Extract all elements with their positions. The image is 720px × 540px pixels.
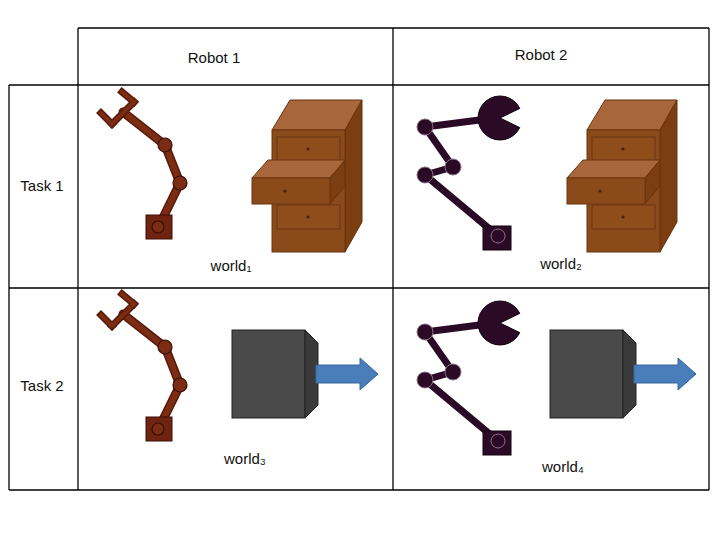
drawer-cabinet — [567, 100, 677, 252]
robot-arm — [417, 96, 520, 250]
drawer-cabinet — [252, 100, 362, 252]
row-header: Task 1 — [20, 177, 63, 195]
world-label: world₃ — [224, 450, 266, 468]
world-label: world₁ — [211, 257, 252, 275]
robot-arm — [417, 301, 520, 455]
column-header: Robot 1 — [188, 49, 241, 67]
row-header: Task 2 — [20, 377, 63, 395]
table-grid — [9, 28, 709, 490]
column-header: Robot 2 — [515, 46, 568, 64]
world-label: world₄ — [542, 458, 584, 476]
world-label: world₂ — [540, 255, 582, 273]
push-box — [232, 330, 378, 418]
push-box — [550, 330, 696, 418]
robot-arm — [101, 294, 187, 441]
robot-arm — [101, 92, 187, 239]
